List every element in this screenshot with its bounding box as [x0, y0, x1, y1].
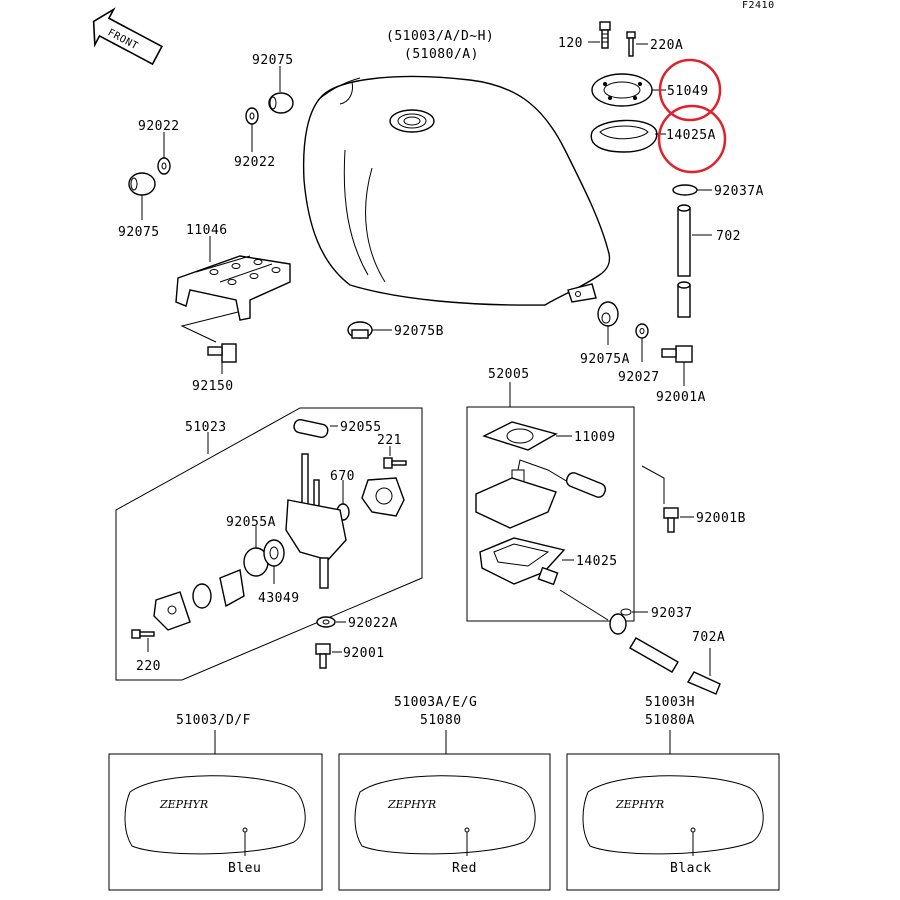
part-52005: 52005 — [488, 367, 530, 382]
part-92022a: 92022A — [348, 616, 398, 631]
front-arrow-icon: FRONT — [92, 7, 163, 66]
variant-panel-2: 51003A/E/G 51080 ZEPHYR Red — [338, 695, 551, 891]
cap-base-14025a — [590, 119, 658, 153]
part-92150: 92150 — [192, 379, 234, 394]
washer-92022-left — [157, 157, 171, 175]
part-92022-left: 92022 — [138, 119, 180, 134]
part-11046: 11046 — [186, 223, 228, 238]
part-92022-top: 92022 — [234, 155, 276, 170]
part-702a: 702A — [692, 630, 725, 645]
part-51049: 51049 — [667, 84, 709, 99]
part-120: 120 — [558, 36, 583, 51]
lever — [219, 569, 245, 608]
part-14025a: 14025A — [666, 128, 716, 143]
damper-92075a — [597, 301, 619, 327]
cap-51049 — [591, 73, 653, 107]
bolt-92001a — [661, 345, 693, 363]
variant-1-code1: 51003/D/F — [176, 713, 251, 728]
fuel-tank — [302, 75, 611, 306]
part-92075b: 92075B — [394, 324, 444, 339]
part-43049: 43049 — [258, 591, 300, 606]
washer-92022-top — [245, 107, 259, 125]
part-220a: 220A — [650, 38, 683, 53]
part-92055: 92055 — [340, 420, 382, 435]
part-11009: 11009 — [574, 430, 616, 445]
hose-702a — [629, 637, 721, 695]
fuel-cock-box — [115, 407, 423, 681]
variant-2-color: Red — [452, 861, 477, 876]
leader-92001b — [641, 465, 665, 504]
figure-code: F2410 — [742, 0, 775, 11]
part-670: 670 — [330, 469, 355, 484]
part-92075a: 92075A — [580, 352, 630, 367]
part-92027: 92027 — [618, 370, 660, 385]
part-92001: 92001 — [343, 646, 385, 661]
variant-3-color: Black — [670, 861, 712, 876]
clip-92037 — [609, 608, 632, 635]
screw-221 — [383, 457, 407, 469]
gasket-92055 — [293, 419, 329, 438]
tank-label-line1: (51003/A/D~H) — [386, 29, 494, 44]
part-92001b: 92001B — [696, 511, 746, 526]
tank-label-line2: (51080/A) — [404, 47, 479, 62]
bolt-92150 — [207, 343, 237, 363]
part-221: 221 — [377, 433, 402, 448]
part-220: 220 — [136, 659, 161, 674]
variant-1-color: Bleu — [228, 861, 261, 876]
damper-92075-top — [268, 92, 294, 114]
damper-92075b — [347, 321, 373, 339]
washer-92022a — [316, 616, 336, 628]
highlight-circle-14025a — [657, 104, 727, 174]
part-92055a: 92055A — [226, 515, 276, 530]
variant-panel-3: 51003H 51080A ZEPHYR Black — [566, 695, 780, 891]
gasket-11009 — [482, 421, 558, 451]
clip-92037a — [672, 184, 698, 196]
lever-plate — [153, 591, 191, 631]
highlight-circle-51049 — [658, 58, 722, 122]
lever-seal — [192, 583, 212, 609]
part-702: 702 — [716, 229, 741, 244]
float-unit — [475, 459, 607, 529]
cover-plate — [361, 477, 405, 517]
part-92037: 92037 — [651, 606, 693, 621]
part-92037a: 92037A — [714, 184, 764, 199]
svg-text:ZEPHYR: ZEPHYR — [159, 798, 208, 811]
fuel-cock-body — [285, 453, 347, 589]
svg-text:ZEPHYR: ZEPHYR — [615, 798, 664, 811]
variant-2-code1: 51003A/E/G — [394, 695, 477, 710]
fuel-gauge-box — [466, 406, 635, 622]
hose-leader — [559, 589, 609, 621]
variant-panel-1: 51003/D/F ZEPHYR Bleu — [108, 713, 323, 891]
ring-43049 — [263, 539, 285, 567]
bracket-11046 — [175, 255, 291, 321]
part-14025: 14025 — [576, 554, 618, 569]
part-92001a: 92001A — [656, 390, 706, 405]
bolt-220a — [626, 31, 636, 57]
damper-92075-left — [128, 172, 156, 196]
bolt-92001 — [315, 643, 331, 669]
part-51023: 51023 — [185, 420, 227, 435]
part-92075-top: 92075 — [252, 53, 294, 68]
variant-3-code2: 51080A — [645, 713, 695, 728]
washer-92027 — [635, 323, 649, 339]
part-92075-left: 92075 — [118, 225, 160, 240]
tube-702 — [677, 204, 691, 318]
variant-3-code1: 51003H — [645, 695, 695, 710]
bolt-120 — [599, 21, 611, 49]
svg-text:ZEPHYR: ZEPHYR — [387, 798, 436, 811]
bolt-92001b — [663, 507, 679, 533]
screw-220 — [131, 629, 155, 639]
variant-2-code2: 51080 — [420, 713, 462, 728]
sender-14025 — [479, 537, 566, 586]
